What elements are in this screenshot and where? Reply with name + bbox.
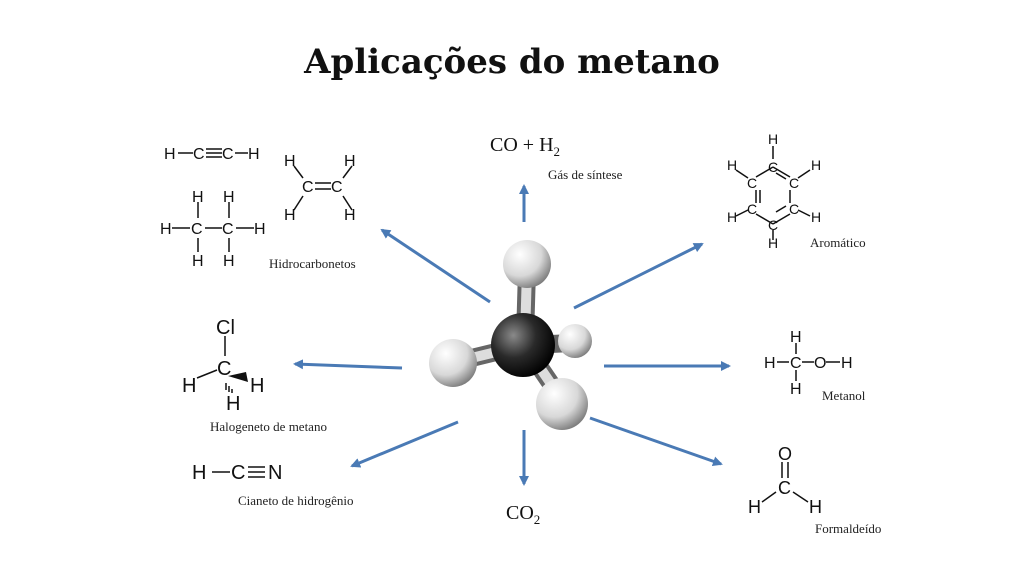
atom-h: H [841,355,853,372]
atom-c: C [789,175,799,191]
atom-h: H [284,153,296,170]
atom-h: H [768,131,778,147]
synthesis-formula: CO + H2 [490,134,560,160]
atom-h: H [182,375,196,397]
atom-n: N [268,462,282,484]
atom-h: H [344,153,356,170]
h-atom-top [503,240,551,288]
arrow-lower-left [350,420,459,468]
atom-o: O [814,355,826,372]
atom-c: C [778,478,791,498]
synthesis-label: Gás de síntese [548,167,623,182]
formaldehyde-label: Formaldeído [815,521,882,536]
atom-h: H [254,221,266,238]
cyanide-label: Cianeto de hidrogênio [238,493,354,508]
atom-c: C [747,175,757,191]
atom-h: H [250,375,264,397]
arrow-upper-left [380,228,491,304]
atom-c: C [768,217,778,233]
h-atom-bottom [536,378,588,430]
atom-h: H [811,209,821,225]
atom-c: C [222,221,234,238]
atom-h: H [764,355,776,372]
methanol-label: Metanol [822,388,866,403]
atom-c: C [789,201,799,217]
atom-h: H [192,253,204,270]
atom-c: C [302,179,314,196]
atom-h: H [248,146,260,163]
atom-h: H [223,253,235,270]
atom-c: C [217,358,231,380]
arrow-lower-right [589,416,723,467]
atom-h: H [160,221,172,238]
aromatic-label: Aromático [810,235,866,250]
atom-h: H [226,393,240,415]
atom-c: C [222,146,234,163]
atom-h: H [790,381,802,398]
atom-h: H [727,209,737,225]
atom-h: H [344,207,356,224]
wedge-bond [228,372,248,382]
atom-c: C [193,146,205,163]
atom-c: C [747,201,757,217]
atom-o: O [778,444,792,464]
atom-h: H [192,189,204,206]
carbon-atom [491,313,555,377]
atom-h: H [768,235,778,251]
atom-c: C [331,179,343,196]
co2-formula-sub: 2 [533,512,541,527]
hydrocarbons-label: Hidrocarbonetos [269,256,356,271]
arrow-left [293,359,403,370]
h-atom-left [429,339,477,387]
atom-c: C [191,221,203,238]
atom-c: C [790,355,802,372]
atom-h: H [223,189,235,206]
atom-h: H [790,329,802,346]
atom-c: C [768,159,778,175]
atom-c: C [231,462,245,484]
synthesis-formula-main: CO + H [490,134,554,156]
synthesis-formula-sub: 2 [553,144,561,159]
co2-formula: CO2 [506,502,540,528]
atom-h: H [192,462,206,484]
co2-formula-main: CO [506,502,534,524]
atom-h: H [811,157,821,173]
atom-h: H [284,207,296,224]
atom-cl: Cl [216,317,235,339]
atom-h: H [809,497,822,517]
halogen-label: Halogeneto de metano [210,419,327,434]
atom-h: H [164,146,176,163]
page-title: Aplicações do metano [304,42,720,82]
atom-h: H [727,157,737,173]
atom-h: H [748,497,761,517]
h-atom-back-right [558,324,592,358]
arrow-upper-right [573,242,704,310]
